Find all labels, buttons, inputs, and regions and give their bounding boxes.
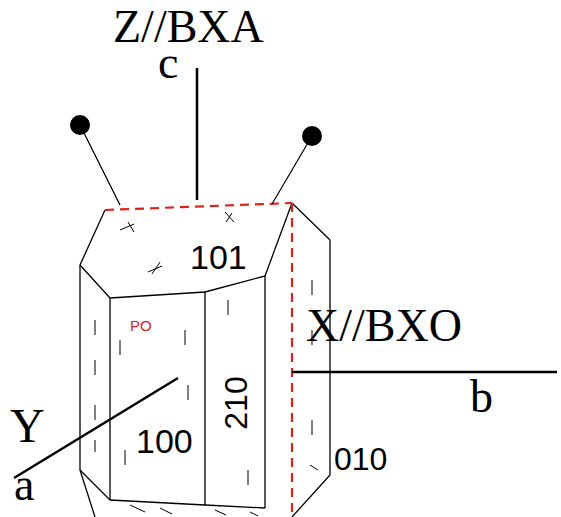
cleavage-stroke: [130, 505, 145, 512]
cleavage-stroke: [248, 470, 249, 485]
axis-letter: c: [158, 40, 178, 86]
plane-label: PO: [130, 318, 152, 333]
cleavage-stroke: [95, 320, 96, 335]
cleavage-stroke: [95, 360, 96, 375]
cleavage-stroke: [312, 280, 313, 295]
cleavage-stroke: [160, 508, 172, 514]
axis-label: Z//BXA: [113, 4, 264, 50]
face-index: 101: [190, 240, 247, 274]
cleavage-stroke: [215, 510, 226, 515]
face-index: 010: [334, 443, 387, 475]
cleavage-stroke: [125, 450, 126, 465]
cleavage-stroke: [95, 440, 96, 452]
cleavage-stroke: [225, 212, 234, 222]
face-index: 210: [220, 376, 252, 429]
cleavage-stroke: [95, 405, 96, 420]
axis-label: X//BXO: [306, 303, 462, 349]
cleavage-stroke: [152, 262, 160, 274]
cleavage-stroke: [120, 340, 121, 355]
cleavage-stroke: [310, 465, 318, 470]
cleavage-stroke: [226, 213, 232, 222]
cleavage-stroke: [250, 512, 258, 516]
axis-label: Y: [10, 402, 45, 450]
axis-letter: b: [470, 374, 493, 420]
cleavage-stroke: [188, 385, 189, 400]
cleavage-stroke: [185, 330, 186, 345]
face-index: 100: [136, 424, 193, 458]
axis-letter: a: [14, 462, 34, 508]
cleavage-stroke: [128, 222, 134, 232]
cleavage-stroke: [312, 420, 313, 435]
cleavage-stroke: [228, 300, 229, 315]
